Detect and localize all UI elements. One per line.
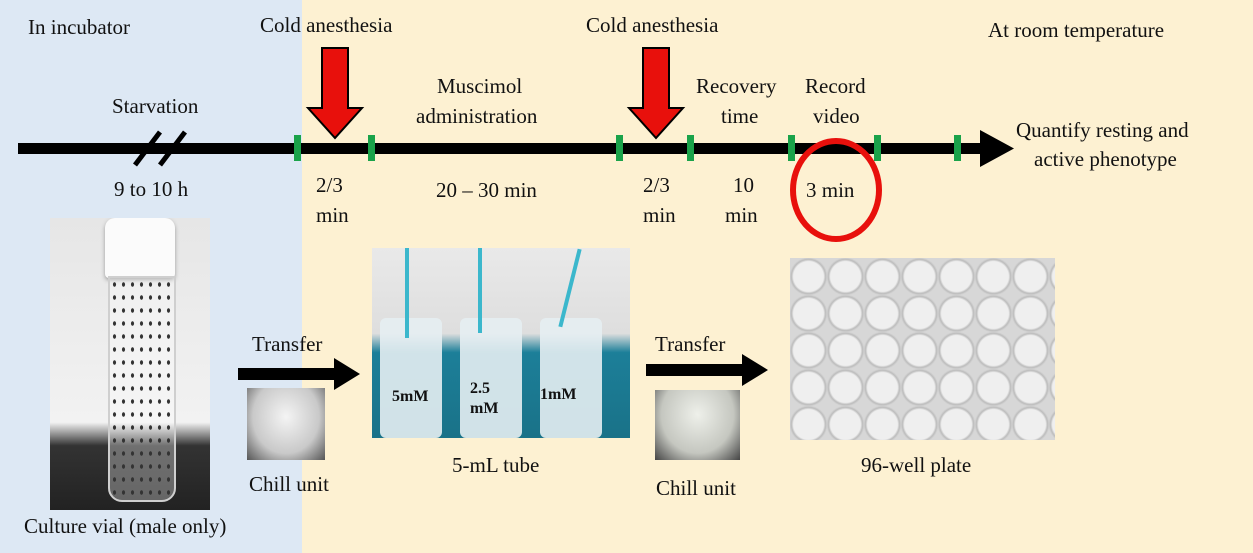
transfer-arrow-1 bbox=[238, 358, 360, 390]
green-ticks bbox=[294, 135, 961, 161]
incubator-label: In incubator bbox=[28, 15, 131, 39]
chill-unit-label-1: Chill unit bbox=[249, 472, 329, 496]
break-mark bbox=[133, 130, 187, 167]
tube-label-2-5: 2.5 bbox=[470, 380, 490, 397]
record-time: 3 min bbox=[806, 178, 855, 202]
cold1-time-unit: min bbox=[316, 203, 349, 227]
cold-anesthesia-arrow-1 bbox=[305, 47, 365, 140]
room-temperature-label: At room temperature bbox=[988, 18, 1165, 42]
cold-anesthesia-label-1: Cold anesthesia bbox=[260, 13, 393, 37]
tube-label: 5-mL tube bbox=[452, 453, 540, 477]
chill-unit-photo-1 bbox=[247, 388, 325, 460]
well-plate-label: 96-well plate bbox=[861, 453, 972, 477]
tube-label-mM: mM bbox=[470, 400, 499, 417]
quantify-label-2: active phenotype bbox=[1034, 147, 1177, 171]
starvation-time: 9 to 10 h bbox=[114, 177, 189, 201]
record-label-2: video bbox=[813, 104, 860, 128]
recovery-time: 10 bbox=[733, 173, 754, 197]
tube-label-5mM: 5mM bbox=[392, 388, 429, 405]
recovery-label-2: time bbox=[721, 104, 759, 128]
muscimol-label-2: administration bbox=[416, 104, 538, 128]
well-plate-photo bbox=[790, 258, 1055, 440]
starvation-label: Starvation bbox=[112, 94, 199, 118]
cold-anesthesia-arrow-2 bbox=[626, 47, 686, 140]
cold-anesthesia-label-2: Cold anesthesia bbox=[586, 13, 719, 37]
highlight-circle bbox=[790, 138, 882, 242]
chill-unit-photo-2 bbox=[655, 390, 740, 460]
transfer-arrow-2 bbox=[646, 354, 768, 386]
tube-label-1mM: 1mM bbox=[540, 386, 577, 403]
timeline-bar bbox=[18, 143, 986, 154]
quantify-label: Quantify resting and bbox=[1016, 118, 1189, 142]
chill-unit-label-2: Chill unit bbox=[656, 476, 736, 500]
muscimol-time: 20 – 30 min bbox=[436, 178, 537, 202]
transfer-label-2: Transfer bbox=[655, 332, 726, 356]
tube-photo: 5mM 2.5 mM 1mM bbox=[372, 248, 630, 438]
culture-vial-label: Culture vial (male only) bbox=[24, 514, 227, 538]
recovery-time-unit: min bbox=[725, 203, 758, 227]
record-label: Record bbox=[805, 74, 866, 98]
cold2-time-unit: min bbox=[643, 203, 676, 227]
timeline-arrowhead bbox=[980, 130, 1014, 167]
cold1-time: 2/3 bbox=[316, 173, 343, 197]
culture-vial-photo bbox=[50, 218, 210, 510]
recovery-label: Recovery bbox=[696, 74, 777, 98]
muscimol-label: Muscimol bbox=[437, 74, 523, 98]
transfer-label-1: Transfer bbox=[252, 332, 323, 356]
cold2-time: 2/3 bbox=[643, 173, 670, 197]
